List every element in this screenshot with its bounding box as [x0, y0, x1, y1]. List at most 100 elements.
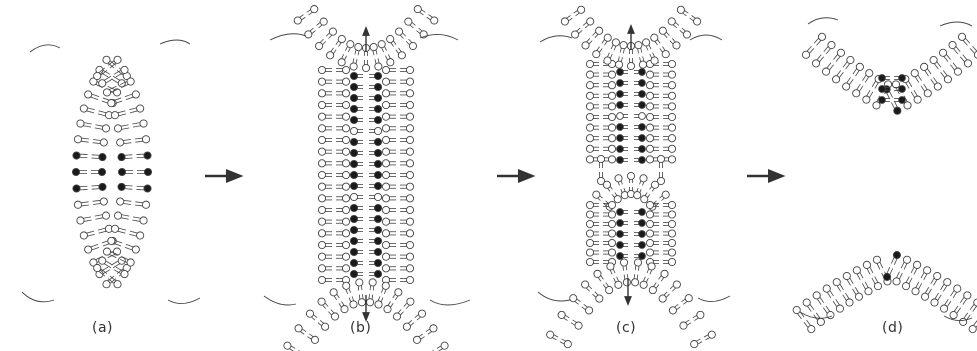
lipid-head-icon: [964, 292, 971, 299]
lipid-head-icon: [893, 278, 900, 285]
lipid-head-icon: [571, 31, 578, 38]
lipid-head-icon: [342, 78, 349, 85]
lipid-head-icon: [586, 71, 593, 78]
lipid-head-icon: [118, 183, 125, 190]
lipid-head-icon: [318, 276, 325, 283]
lipid-head-icon: [668, 82, 675, 89]
lipid-head-icon: [586, 211, 593, 218]
lipid-head-icon: [114, 212, 121, 219]
lipid-head-icon: [382, 230, 389, 237]
lipid-head-icon: [318, 66, 325, 73]
lipid-head-icon: [639, 209, 646, 216]
lipid-head-icon: [608, 135, 615, 142]
lipid-head-icon: [853, 90, 860, 97]
lipid-head-icon: [817, 318, 824, 325]
lipid-head-icon: [683, 31, 690, 38]
lipid-head-icon: [77, 217, 84, 224]
lipid-head-icon: [374, 215, 381, 222]
lipid-head-icon: [398, 52, 405, 59]
lipid-head-icon: [668, 201, 675, 208]
lipid-head-icon: [596, 295, 603, 302]
lipid-head-icon: [673, 281, 680, 288]
lipid-head-icon: [318, 136, 325, 143]
lipid-head-icon: [327, 52, 334, 59]
lipid-head-icon: [382, 241, 389, 248]
lipid-head-icon: [108, 100, 115, 107]
lipid-head-icon: [617, 69, 624, 76]
lipid-head-icon: [406, 160, 413, 167]
lipid-head-icon: [593, 51, 600, 58]
lipid-head-icon: [668, 60, 675, 67]
lipid-head-icon: [406, 230, 413, 237]
lipid-head-icon: [585, 307, 592, 314]
lipid-head-icon: [342, 253, 349, 260]
lipid-head-icon: [639, 102, 646, 109]
lipid-head-icon: [934, 83, 941, 90]
lipid-head-icon: [594, 270, 601, 277]
lipid-head-icon: [103, 248, 110, 255]
lipid-head-icon: [620, 259, 627, 266]
lipid-head-icon: [374, 160, 381, 167]
lipid-head-icon: [904, 102, 911, 109]
lipid-head-icon: [338, 35, 345, 42]
lipid-head-icon: [639, 157, 646, 164]
lipid-head-icon: [374, 116, 381, 123]
lipid-head-icon: [640, 281, 647, 288]
lipid-head-icon: [617, 135, 624, 142]
lipid-head-icon: [374, 83, 381, 90]
lipid-head-icon: [812, 60, 819, 67]
lipid-head-icon: [382, 282, 389, 289]
lipid-head-icon: [318, 160, 325, 167]
lipid-head-icon: [828, 41, 835, 48]
lipid-head-icon: [342, 113, 349, 120]
lipid-head-icon: [846, 299, 853, 306]
lipid-head-icon: [374, 182, 381, 189]
lipid-head-icon: [561, 18, 568, 25]
lipid-head-icon: [406, 78, 413, 85]
lipid-head-icon: [639, 135, 646, 142]
lipid-head-icon: [374, 138, 381, 145]
lipid-head-icon: [431, 17, 438, 24]
lipid-head-icon: [694, 18, 701, 25]
lipid-head-icon: [639, 80, 646, 87]
lipid-head-icon: [954, 285, 961, 292]
lipid-head-icon: [406, 183, 413, 190]
lipid-head-icon: [137, 105, 144, 112]
lipid-head-icon: [318, 218, 325, 225]
lipid-head-icon: [639, 242, 646, 249]
lipid-head-icon: [615, 61, 622, 68]
lipid-head-icon: [608, 103, 615, 110]
lipid-head-icon: [646, 92, 653, 99]
lipid-head-icon: [350, 149, 357, 156]
lipid-head-icon: [617, 124, 624, 131]
lipid-head-icon: [403, 323, 410, 330]
lipid-head-icon: [342, 171, 349, 178]
lipid-head-icon: [604, 34, 611, 41]
lipid-head-icon: [350, 226, 357, 233]
lipid-head-icon: [111, 112, 118, 119]
lipid-head-icon: [318, 90, 325, 97]
lipid-head-icon: [441, 342, 448, 349]
lipid-head-icon: [856, 63, 863, 70]
lipid-head-icon: [318, 148, 325, 155]
lipid-head-icon: [911, 70, 918, 77]
lipid-head-icon: [406, 125, 413, 132]
lipid-head-icon: [318, 298, 325, 305]
lipid-head-icon: [903, 256, 910, 263]
lipid-head-icon: [818, 33, 825, 40]
lipid-head-icon: [617, 209, 624, 216]
lipid-head-icon: [342, 195, 349, 202]
lipid-head-icon: [668, 103, 675, 110]
lipid-head-icon: [330, 289, 337, 296]
lipid-head-icon: [632, 279, 639, 286]
lipid-head-icon: [73, 185, 80, 192]
lipid-head-icon: [342, 218, 349, 225]
lipid-head-icon: [608, 249, 615, 256]
lipid-head-icon: [341, 305, 348, 312]
lipid-head-icon: [879, 75, 886, 82]
lipid-head-icon: [708, 331, 715, 338]
lipid-head-icon: [547, 331, 554, 338]
lipid-head-icon: [646, 220, 653, 227]
lipid-head-icon: [627, 62, 634, 69]
lipid-head-icon: [822, 68, 829, 75]
